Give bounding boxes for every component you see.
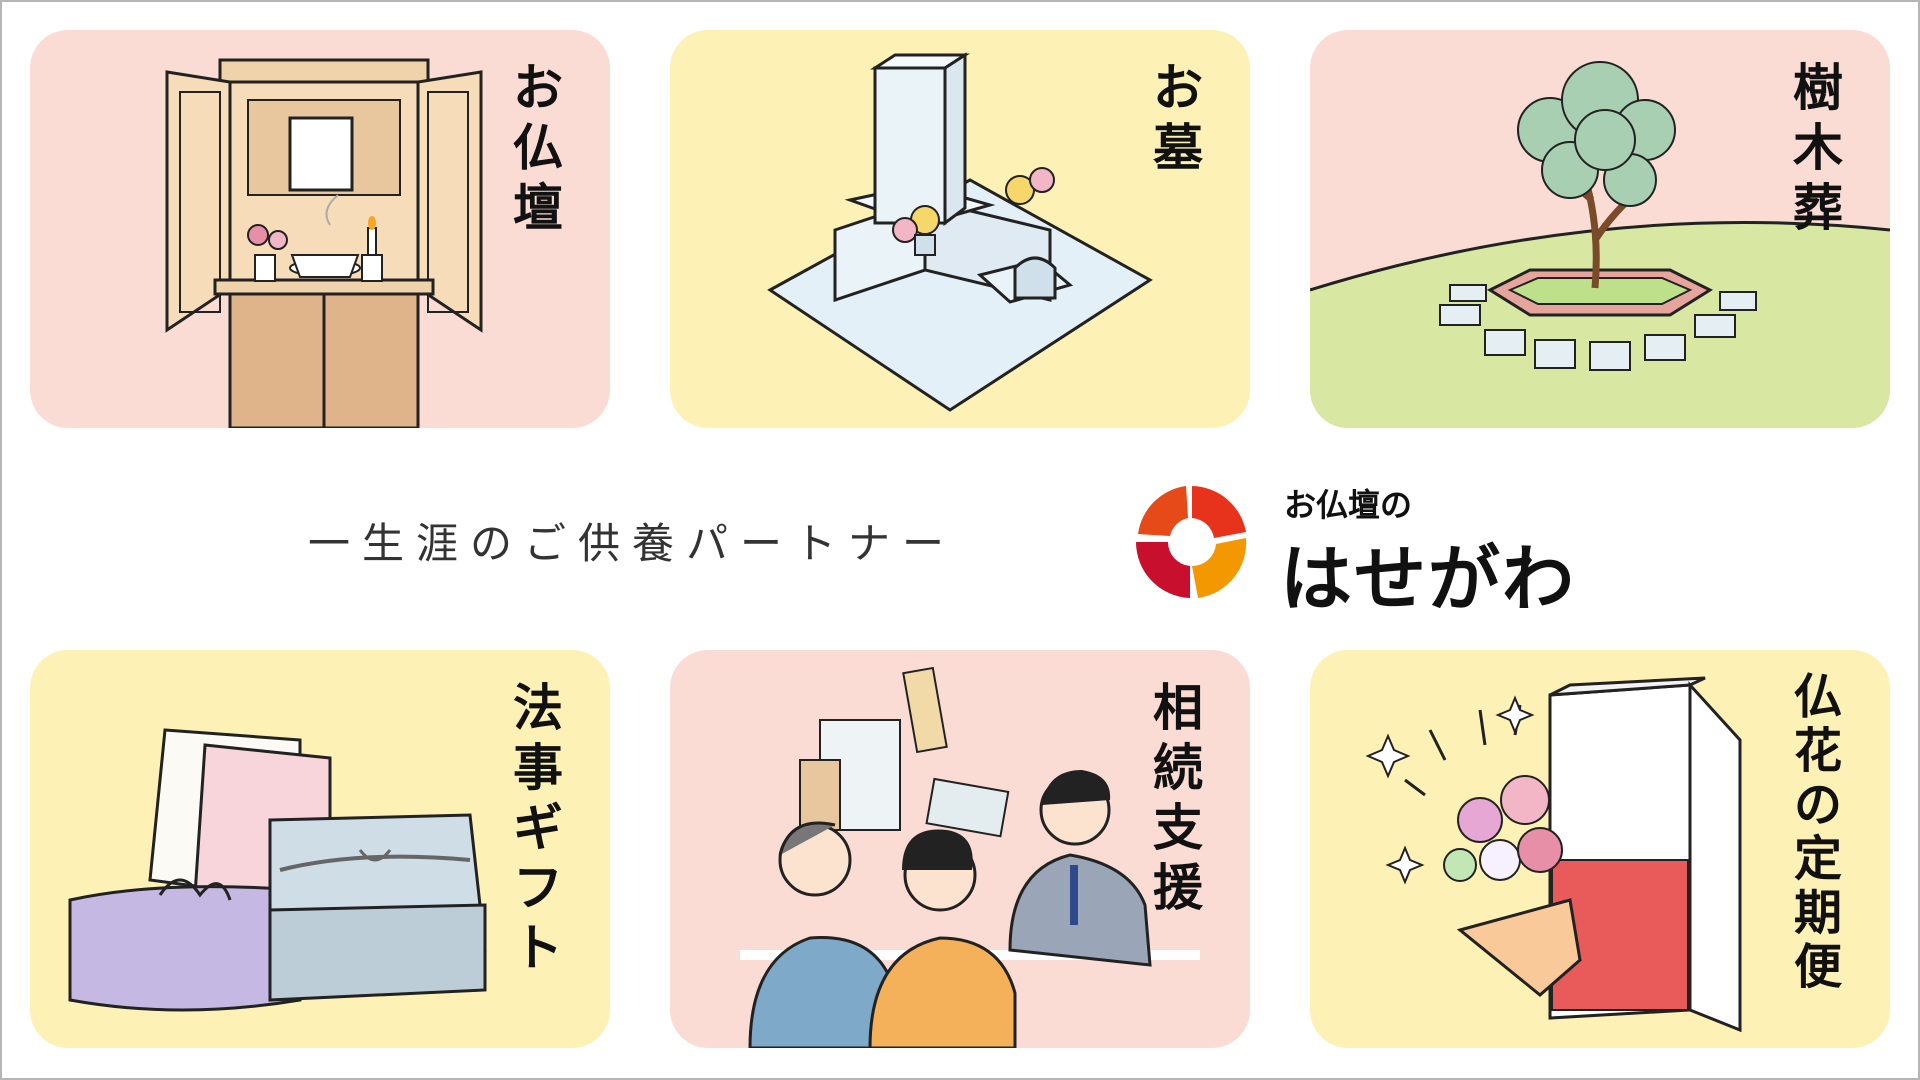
card-jumokuso[interactable]: 樹木葬 [1310,30,1890,428]
hasegawa-logo-icon [1136,486,1247,598]
card-title: 仏花の定期便 [1793,669,1842,995]
card-title: 法事ギフト [513,679,563,977]
card-ohaka[interactable]: お墓 [670,30,1250,428]
logo-subtitle: お仏壇の [1284,486,1413,524]
flower-delivery-icon [1365,676,1742,1033]
card-title: お墓 [1153,59,1203,177]
tagline: 一生涯のご供養パートナー [308,519,957,568]
card-hoji-gift[interactable]: 法事ギフト [30,650,610,1048]
card-title: 相続支援 [1153,679,1203,917]
card-butsudan[interactable]: お仏壇 [30,30,610,428]
card-title: お仏壇 [513,59,563,237]
gift-icon [68,728,487,1012]
grave-icon [767,52,1153,412]
card-sozoku-shien[interactable]: 相続支援 [670,650,1250,1048]
butsudan-icon [165,58,483,428]
card-butsuka-teikibin[interactable]: 仏花の定期便 [1310,650,1890,1048]
consultation-icon [740,666,1200,1048]
logo-wordmark: はせがわ [1280,537,1577,621]
tree-burial-icon [1310,61,1890,428]
card-title: 樹木葬 [1793,59,1843,237]
